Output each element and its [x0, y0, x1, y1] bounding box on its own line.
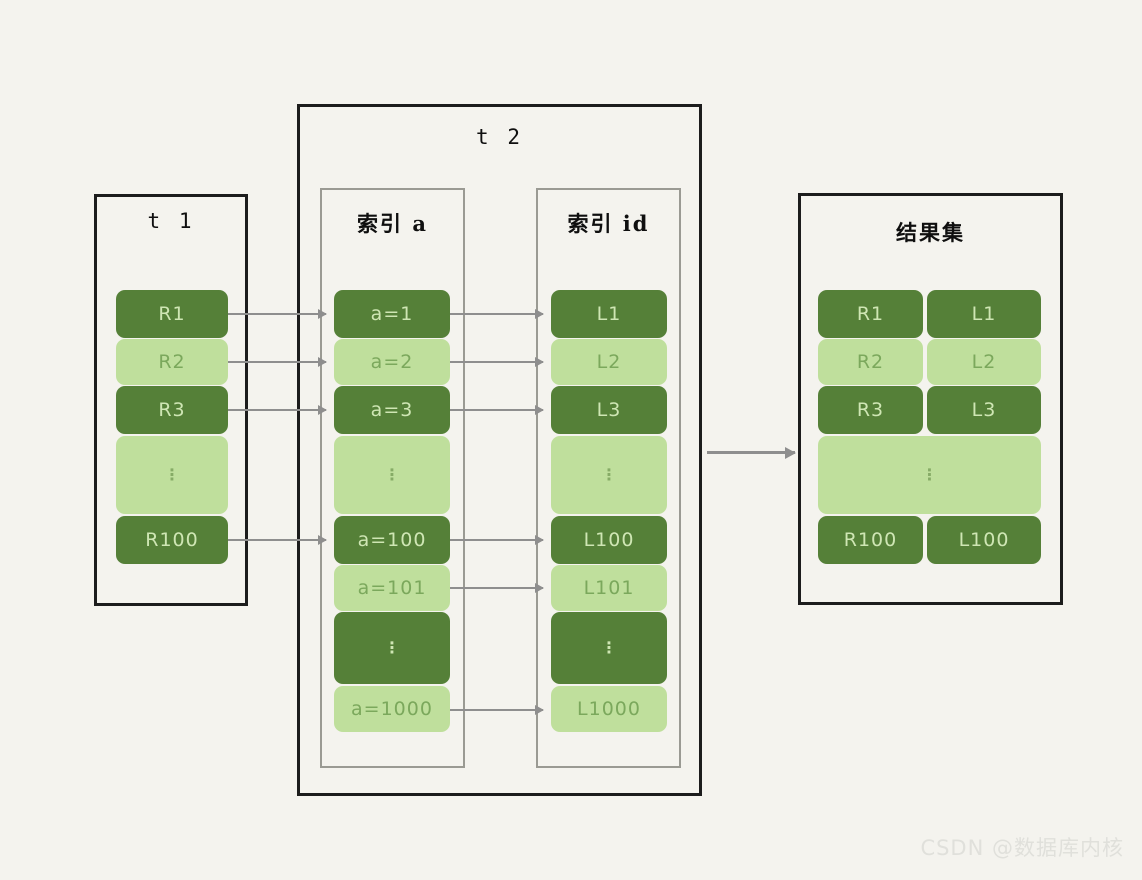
- arrow-a3-to-l3: [450, 405, 544, 415]
- arrow-a101-to-l101: [450, 583, 544, 593]
- index-a-row-a2: a=2: [334, 339, 450, 385]
- arrow-r3-to-a3: [228, 405, 327, 415]
- index-a-title: 索引 a: [357, 211, 428, 236]
- index-a-row-a100-label: a=100: [357, 529, 427, 551]
- index-a-row-ellipsis-2-label: ⋮: [384, 638, 400, 658]
- index-a-row-a100: a=100: [334, 516, 450, 564]
- result-row-5-right: L100: [927, 516, 1041, 564]
- result-row-1-left: R1: [818, 290, 923, 338]
- result-row-2-right-label: L2: [971, 351, 997, 373]
- index-id-row-l2-label: L2: [596, 351, 622, 373]
- arrow-a2-to-l2: [450, 357, 544, 367]
- t1-row-ellipsis: ⋮: [116, 436, 228, 514]
- index-id-row-l3-label: L3: [596, 399, 622, 421]
- result-row-3-right: L3: [927, 386, 1041, 434]
- t1-row-r100: R100: [116, 516, 228, 564]
- result-row-ellipsis: ⋮: [818, 436, 1041, 514]
- arrow-a1000-to-l1000: [450, 705, 544, 715]
- index-id-row-ellipsis-2-label: ⋮: [601, 638, 617, 658]
- arrow-t2-to-result-set: [707, 446, 796, 459]
- index-a-row-ellipsis-2: ⋮: [334, 612, 450, 684]
- index-id-row-l100-label: L100: [583, 529, 635, 551]
- index-a-row-a101-label: a=101: [357, 577, 427, 599]
- index-id-row-ellipsis-1-label: ⋮: [601, 465, 617, 485]
- index-a-row-ellipsis-1-label: ⋮: [384, 465, 400, 485]
- t1-row-r2-label: R2: [158, 351, 186, 373]
- arrow-r100-to-a100: [228, 535, 327, 545]
- index-a-row-a2-label: a=2: [370, 351, 414, 373]
- result-row-2-left: R2: [818, 339, 923, 385]
- index-id-row-l1000: L1000: [551, 686, 667, 732]
- index-id-row-l1000-label: L1000: [577, 698, 641, 720]
- t1-row-ellipsis-label: ⋮: [164, 465, 180, 485]
- t1-row-r3-label: R3: [158, 399, 186, 421]
- result-row-1-right: L1: [927, 290, 1041, 338]
- index-a-row-a3-label: a=3: [370, 399, 414, 421]
- t1-row-r2: R2: [116, 339, 228, 385]
- index-a-row-ellipsis-1: ⋮: [334, 436, 450, 514]
- result-row-5-left-label: R100: [843, 529, 898, 551]
- t1-row-r1-label: R1: [158, 303, 186, 325]
- result-row-3-left-label: R3: [856, 399, 885, 421]
- t1-row-r1: R1: [116, 290, 228, 338]
- result-row-3-right-label: L3: [971, 399, 997, 421]
- index-a-row-a1000: a=1000: [334, 686, 450, 732]
- arrow-a100-to-l100: [450, 535, 544, 545]
- index-id-row-l3: L3: [551, 386, 667, 434]
- t1-row-r100-label: R100: [145, 529, 199, 551]
- result-row-1-right-label: L1: [971, 303, 997, 325]
- result-row-5-left: R100: [818, 516, 923, 564]
- result-row-2-right: L2: [927, 339, 1041, 385]
- index-id-row-l1-label: L1: [596, 303, 622, 325]
- result-set-title: 结果集: [896, 220, 965, 245]
- result-row-ellipsis-label: ⋮: [921, 465, 938, 485]
- index-id-row-ellipsis-1: ⋮: [551, 436, 667, 514]
- table-t2-title: t 2: [476, 125, 523, 149]
- arrow-r2-to-a2: [228, 357, 327, 367]
- index-id-row-l100: L100: [551, 516, 667, 564]
- arrow-a1-to-l1: [450, 309, 544, 319]
- index-id-row-l101: L101: [551, 565, 667, 611]
- index-id-row-l101-label: L101: [583, 577, 635, 599]
- index-id-title: 索引 id: [567, 211, 650, 236]
- csdn-watermark: CSDN @数据库内核: [920, 836, 1124, 860]
- index-a-row-a1: a=1: [334, 290, 450, 338]
- t1-row-r3: R3: [116, 386, 228, 434]
- table-t1-title: t 1: [147, 209, 195, 233]
- index-a-row-a101: a=101: [334, 565, 450, 611]
- result-row-5-right-label: L100: [958, 529, 1010, 551]
- result-row-2-left-label: R2: [856, 351, 885, 373]
- index-a-row-a1000-label: a=1000: [351, 698, 433, 720]
- index-id-row-l2: L2: [551, 339, 667, 385]
- result-row-1-left-label: R1: [856, 303, 885, 325]
- index-a-row-a1-label: a=1: [370, 303, 414, 325]
- index-id-row-l1: L1: [551, 290, 667, 338]
- index-a-row-a3: a=3: [334, 386, 450, 434]
- index-id-row-ellipsis-2: ⋮: [551, 612, 667, 684]
- arrow-r1-to-a1: [228, 309, 327, 319]
- result-row-3-left: R3: [818, 386, 923, 434]
